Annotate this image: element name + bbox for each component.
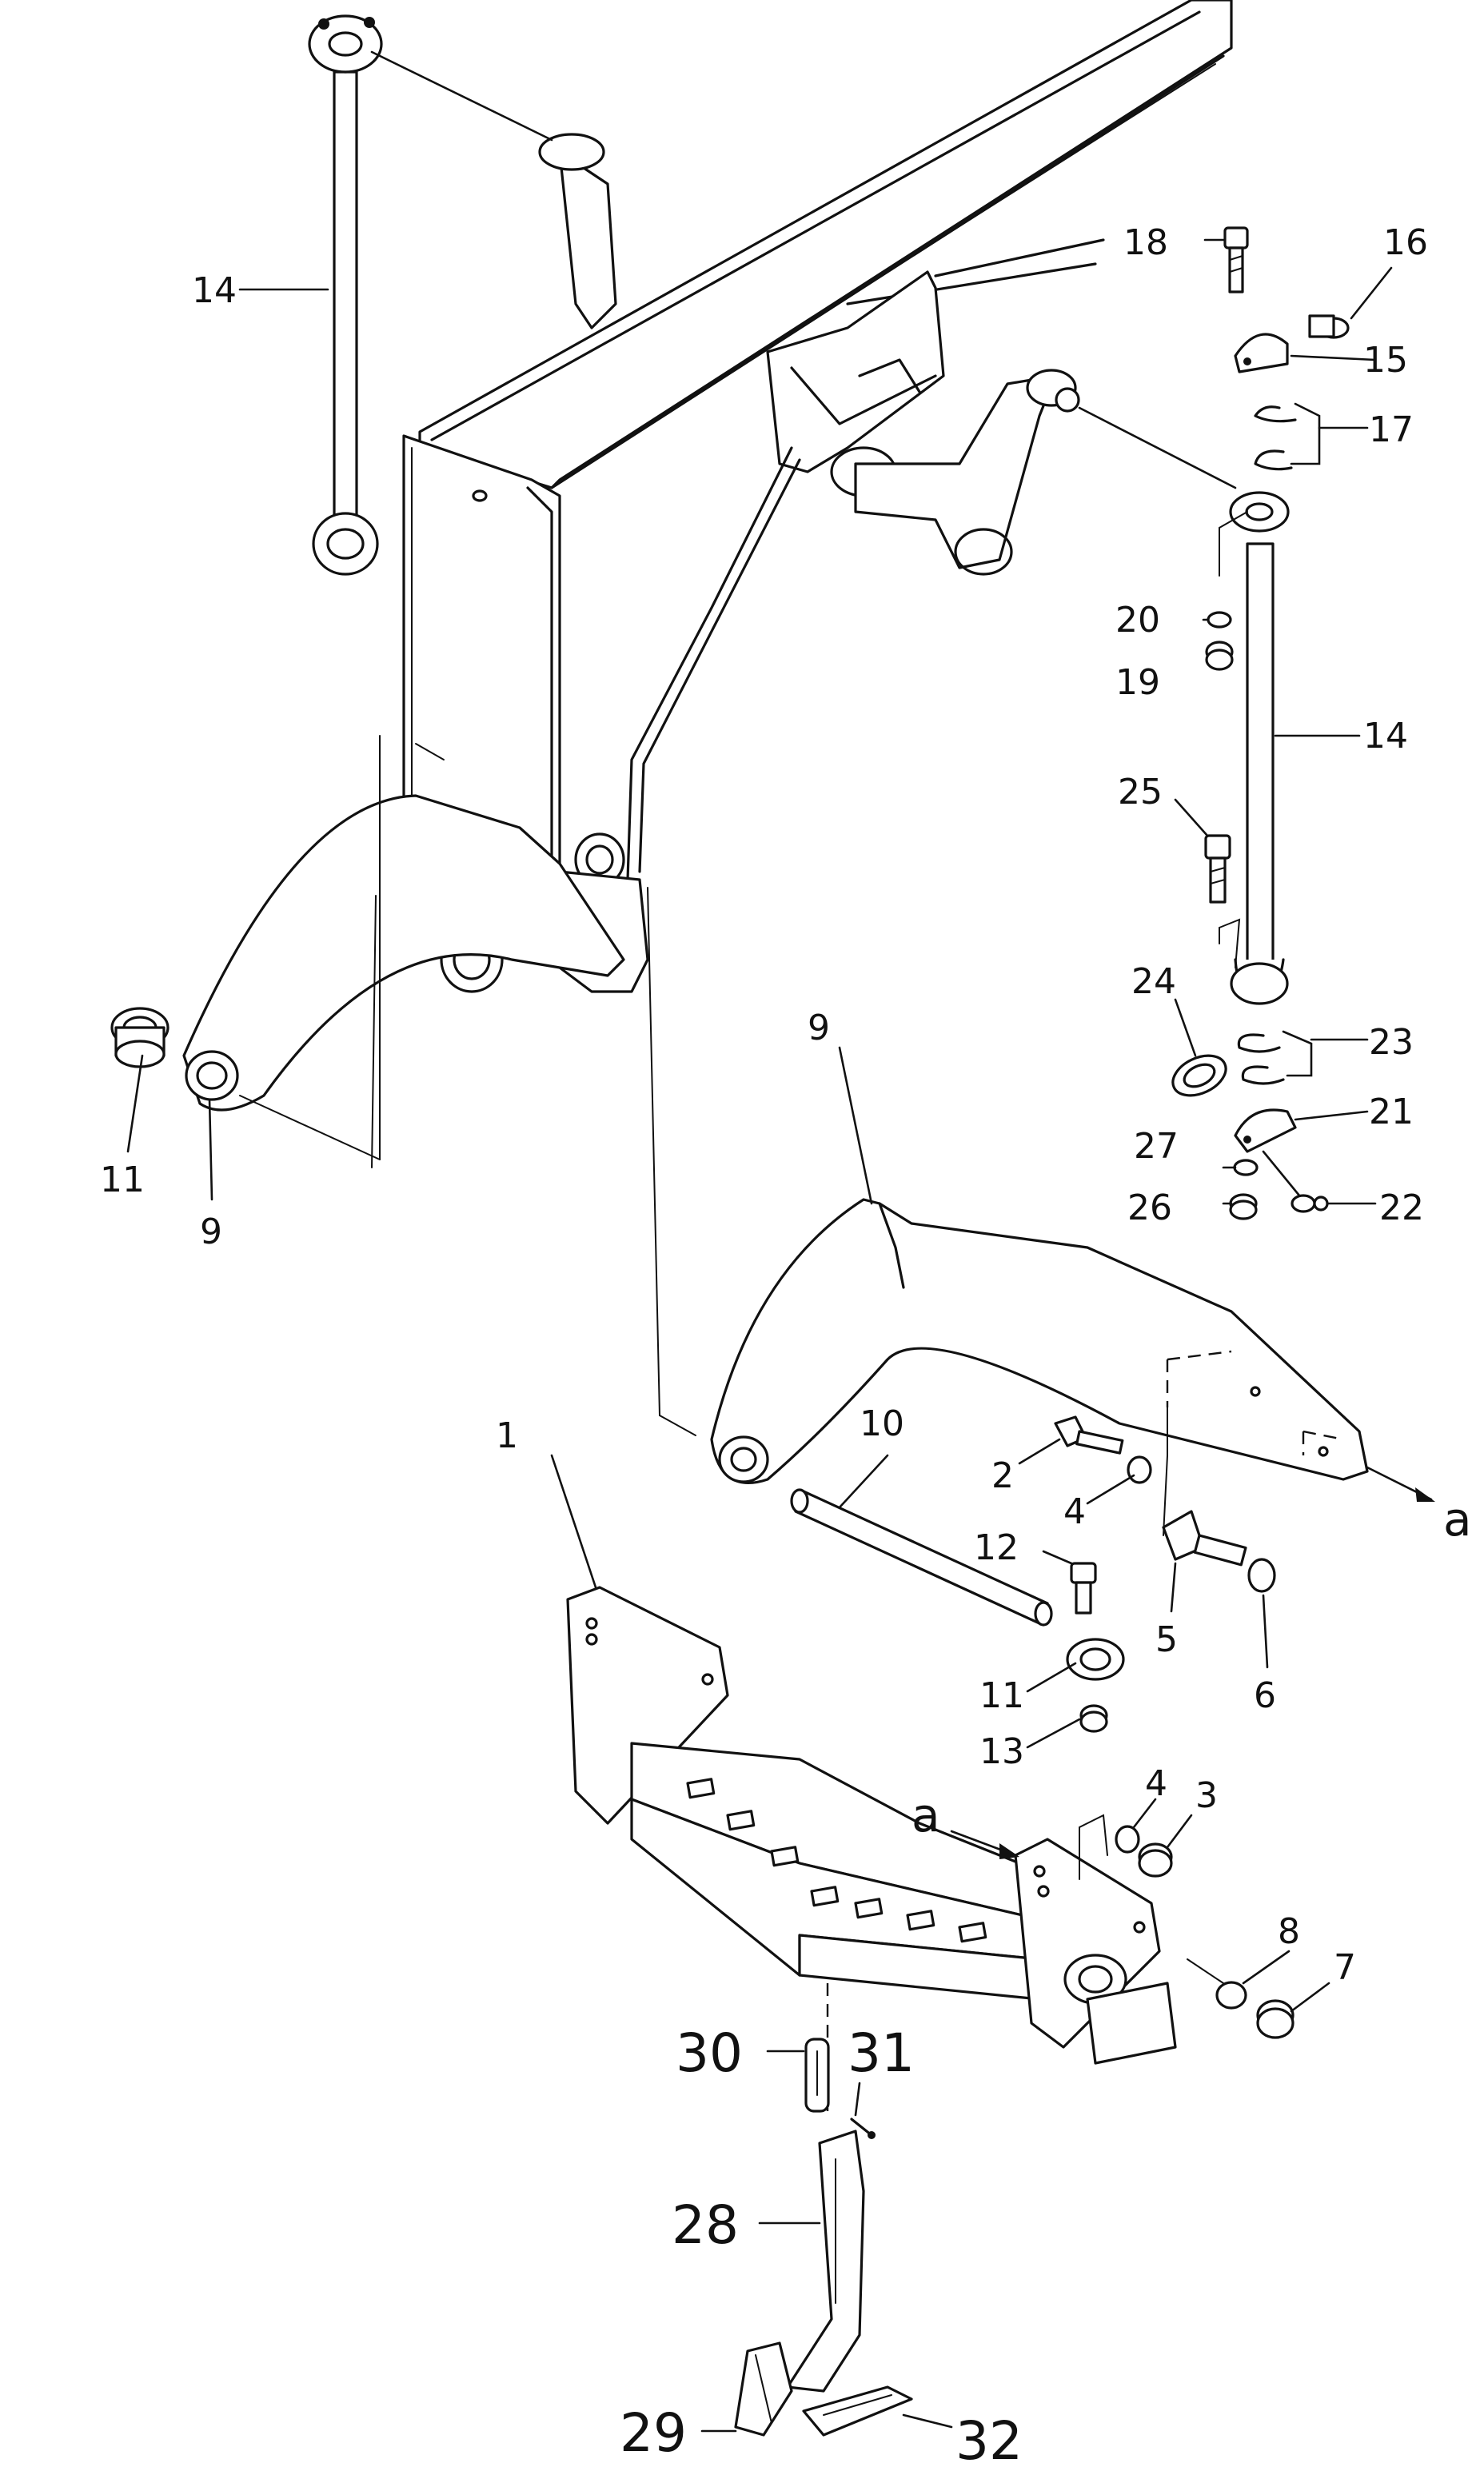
nut-7 xyxy=(1256,1999,1295,2039)
callout-26: 26 xyxy=(1127,1188,1172,1228)
shaft-10 xyxy=(790,1488,1053,1627)
callout-20: 20 xyxy=(1115,600,1160,641)
callout-4-lower: 4 xyxy=(1145,1763,1167,1804)
cap-21 xyxy=(1234,1108,1297,1153)
ref-a-right: a xyxy=(1443,1492,1472,1547)
callout-4-upper: 4 xyxy=(1063,1491,1086,1532)
washer-4-upper xyxy=(1127,1455,1152,1484)
washer-8 xyxy=(1215,1981,1247,2010)
bolt-25 xyxy=(1204,834,1231,904)
callout-27: 27 xyxy=(1134,1126,1179,1167)
pin-30 xyxy=(804,2038,830,2113)
tip-29 xyxy=(734,2341,793,2437)
nut-26 xyxy=(1229,1193,1258,1220)
nut-19 xyxy=(1205,641,1234,671)
grease-nipple-22 xyxy=(1291,1194,1329,1213)
callout-30: 30 xyxy=(676,2022,743,2084)
bolt-5 xyxy=(1162,1510,1247,1567)
callout-17: 17 xyxy=(1369,409,1414,450)
callout-11-left: 11 xyxy=(100,1160,145,1200)
callout-9-right: 9 xyxy=(808,1008,830,1048)
callout-29: 29 xyxy=(620,2402,687,2464)
callout-21: 21 xyxy=(1369,1092,1414,1132)
cap-15 xyxy=(1234,333,1289,373)
clips-23 xyxy=(1237,1033,1285,1085)
callout-7: 7 xyxy=(1334,1947,1356,1988)
hydraulic-pipe xyxy=(626,446,793,905)
callout-14-right: 14 xyxy=(1363,716,1408,756)
washer-27 xyxy=(1233,1159,1259,1176)
washer-4-lower xyxy=(1115,1825,1140,1854)
grease-nipple-16 xyxy=(1308,314,1350,339)
crank-arm xyxy=(854,369,1080,576)
callout-23: 23 xyxy=(1369,1022,1414,1063)
callout-11-right: 11 xyxy=(979,1675,1024,1716)
lift-arm-lower-right xyxy=(710,1198,1369,1484)
callout-13: 13 xyxy=(979,1731,1024,1772)
bolt-18 xyxy=(1223,226,1249,293)
callout-10: 10 xyxy=(860,1403,904,1444)
bushing-11-right xyxy=(1066,1638,1125,1681)
ref-a-left: a xyxy=(912,1788,940,1842)
callout-24: 24 xyxy=(1131,961,1176,1002)
callout-12: 12 xyxy=(974,1527,1019,1568)
callout-5: 5 xyxy=(1155,1619,1178,1660)
callout-18: 18 xyxy=(1123,222,1168,263)
pin-31 xyxy=(850,2118,876,2139)
callout-32: 32 xyxy=(955,2410,1023,2467)
frame-lever-upper xyxy=(538,133,617,329)
shank-28 xyxy=(786,2130,865,2393)
nut-13 xyxy=(1079,1704,1108,1733)
callout-6: 6 xyxy=(1254,1675,1276,1716)
clips-17 xyxy=(1254,405,1297,471)
main-frame-beam xyxy=(418,0,1233,489)
callout-22: 22 xyxy=(1379,1188,1424,1228)
callout-8: 8 xyxy=(1278,1911,1300,1952)
bolt-12 xyxy=(1070,1562,1097,1615)
seal-24 xyxy=(1171,1054,1227,1097)
callout-16: 16 xyxy=(1383,222,1428,263)
callout-2: 2 xyxy=(991,1455,1014,1496)
callout-19: 19 xyxy=(1115,662,1160,703)
callout-25: 25 xyxy=(1118,772,1163,812)
frame-side-plate xyxy=(402,434,561,885)
washer-6 xyxy=(1247,1558,1276,1593)
lift-arm-upper-left xyxy=(182,735,625,1168)
callout-14-left: 14 xyxy=(192,270,237,311)
bolt-2 xyxy=(1054,1415,1124,1455)
link-rod-14-right xyxy=(1229,491,1290,1005)
link-rod-14-left xyxy=(308,14,383,576)
ripper-beam xyxy=(566,1586,1177,2065)
nut-3 xyxy=(1138,1842,1173,1878)
hydraulic-pipe-inner xyxy=(638,458,801,873)
callout-15: 15 xyxy=(1363,340,1408,381)
callout-1: 1 xyxy=(496,1415,518,1456)
callout-leaders xyxy=(126,238,1393,2433)
callout-28: 28 xyxy=(672,2194,739,2256)
protector-32 xyxy=(802,2385,913,2437)
callout-3: 3 xyxy=(1195,1775,1218,1816)
washer-20 xyxy=(1207,611,1232,629)
callout-31: 31 xyxy=(848,2022,915,2084)
bushing-11-left xyxy=(110,1007,170,1068)
callout-9-left: 9 xyxy=(200,1212,222,1252)
